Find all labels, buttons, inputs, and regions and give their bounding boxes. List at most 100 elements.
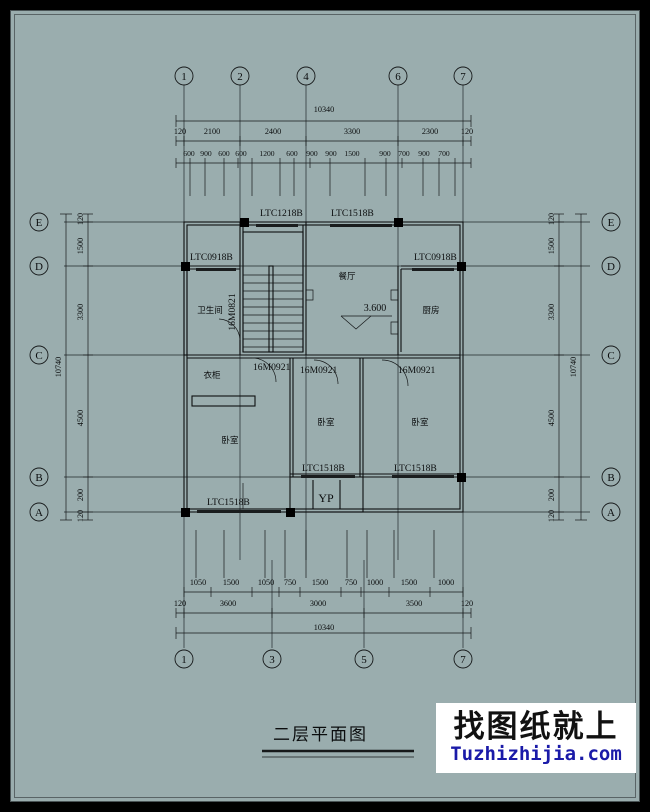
window-tag-5: LTC1518B (394, 463, 437, 474)
dim-top-major-2: 2400 (265, 127, 281, 136)
axis-label-left-A: A (35, 507, 43, 519)
window-tag-3: LTC0918B (414, 252, 457, 263)
dim-top-minor-12: 700 (438, 149, 450, 158)
axis-label-right-E: E (608, 217, 615, 229)
axis-label-left-B: B (35, 472, 42, 484)
dim-top-minor-11: 900 (418, 149, 430, 158)
dim-top-minor-7: 900 (325, 149, 337, 158)
dim-bottom-major-4: 120 (461, 599, 473, 608)
dim-top-minor-2: 600 (218, 149, 230, 158)
room-label-dining-room: 餐厅 (338, 272, 356, 282)
wardrobe-fixture (191, 395, 256, 407)
dim-left-3: 4500 (76, 410, 85, 426)
door-tag-0: 16M0821 (227, 293, 238, 331)
dim-right-2: 3300 (547, 304, 556, 320)
dim-top-minor-8: 1500 (344, 149, 359, 158)
door-16m0921-mid: 16M0921 (300, 359, 339, 385)
axis-label-left-D: D (35, 261, 43, 273)
dim-left-2: 3300 (76, 304, 85, 320)
window-tag-0: LTC1218B (260, 208, 303, 219)
dim-bottom-overall: 10340 (314, 623, 334, 632)
staircase (242, 231, 304, 353)
axis-label-top-2: 2 (237, 71, 243, 83)
dim-right-4: 120 (547, 510, 556, 522)
door-tag-1: 16M0921 (253, 362, 291, 373)
dim-left-1: 120 (76, 213, 85, 225)
dim-bottom-minor-1: 1500 (223, 578, 239, 587)
dim-left-5: 200 (76, 489, 85, 501)
axis-bubbles-bottom: 1 3 5 7 (174, 649, 473, 669)
dim-bottom-minor-0: 1050 (190, 578, 206, 587)
dim-top-major-3: 3300 (344, 127, 360, 136)
window-tag-4: LTC1518B (302, 463, 345, 474)
window-tag-6: LTC1518B (207, 497, 250, 508)
dim-bottom-minor-7: 1500 (401, 578, 417, 587)
axis-label-bottom-7: 7 (460, 654, 466, 666)
dim-bottom-major-1: 3600 (220, 599, 236, 608)
windows: LTC1218B LTC1518B LTC0918B LTC0918B (190, 208, 457, 513)
dim-top-major-4: 2300 (422, 127, 438, 136)
room-label-wardrobe: 衣柜 (203, 370, 221, 381)
drawing-title: 二层平面图 (273, 725, 368, 745)
door-16m0921-left: 16M0921 (251, 357, 291, 383)
dim-top-minor-10: 700 (398, 149, 410, 158)
dim-bottom-minor-2: 1050 (258, 578, 274, 587)
dimension-chain-top: 10340 120 2100 2400 3300 2300 120 (174, 105, 473, 196)
door-tag-2: 16M0921 (300, 365, 338, 376)
elevation-marker: 3.600 (340, 303, 392, 330)
dim-bottom-minor-6: 1000 (367, 578, 383, 587)
structural-columns (181, 218, 466, 517)
window-ltc1518b-mid: LTC1518B (300, 463, 356, 478)
window-ltc1518b-top: LTC1518B (320, 208, 393, 227)
dim-bottom-major-3: 3500 (406, 599, 422, 608)
dim-bottom-minor-5: 750 (345, 578, 357, 587)
dim-top-minor-6: 900 (306, 149, 318, 158)
dim-top-major-0: 120 (174, 127, 186, 136)
drawing-title-block: 二层平面图 (262, 725, 414, 758)
dim-top-major-5: 120 (461, 127, 473, 136)
door-tag-3: 16M0921 (398, 365, 436, 376)
drawing-sheet-border (10, 10, 640, 802)
window-tag-2: LTC0918B (190, 252, 233, 263)
dim-bottom-minor-4: 1500 (312, 578, 328, 587)
dim-right-3: 4500 (547, 410, 556, 426)
room-label-bedroom-right: 卧室 (411, 417, 429, 428)
window-ltc0918b-left: LTC0918B (190, 252, 238, 271)
window-ltc0918b-right: LTC0918B (410, 252, 457, 271)
dim-top-overall: 10340 (314, 105, 334, 114)
door-16m0821: 16M0821 (218, 293, 241, 354)
dimension-chain-bottom: 1050 1500 1050 750 1500 750 1000 1500 10… (174, 530, 473, 639)
dim-bottom-minor-3: 750 (284, 578, 296, 587)
dim-top-minor-0: 600 (183, 149, 195, 158)
dim-left-0: 1500 (76, 238, 85, 254)
elevation-value: 3.600 (364, 303, 387, 314)
dim-top-minor-3: 600 (235, 149, 247, 158)
window-ltc1518b-right: LTC1518B (390, 463, 455, 478)
window-ltc1218b: LTC1218B (249, 208, 303, 227)
dim-bottom-major-2: 3000 (310, 599, 326, 608)
axis-label-top-4: 4 (303, 71, 309, 83)
axis-label-left-E: E (36, 217, 43, 229)
axis-bubbles-left: E D C B A (29, 212, 49, 522)
dim-right-0: 1500 (547, 238, 556, 254)
axis-label-right-A: A (607, 507, 615, 519)
axis-label-top-6: 6 (395, 71, 401, 83)
dim-top-minor-9: 900 (379, 149, 391, 158)
dim-top-minor-4: 1200 (259, 149, 274, 158)
axis-label-bottom-3: 3 (269, 654, 275, 666)
doors: 16M0821 16M0921 16M0921 16M0921 (218, 293, 436, 387)
axis-label-bottom-5: 5 (361, 654, 367, 666)
dim-bottom-minor-8: 1000 (438, 578, 454, 587)
axis-label-bottom-1: 1 (181, 654, 187, 666)
dim-left-4: 120 (76, 510, 85, 522)
dimension-chain-right: 10740 1500 120 3300 4500 120 200 (547, 213, 587, 522)
wall-jogs (242, 289, 398, 509)
axis-label-top-7: 7 (460, 71, 466, 83)
axis-bubbles-right: E D C B A (601, 212, 621, 522)
dim-right-overall: 10740 (569, 357, 578, 377)
dim-right-5: 200 (547, 489, 556, 501)
watermark-cn-text: 找图纸就上 (453, 708, 619, 745)
dim-right-1: 120 (547, 213, 556, 225)
